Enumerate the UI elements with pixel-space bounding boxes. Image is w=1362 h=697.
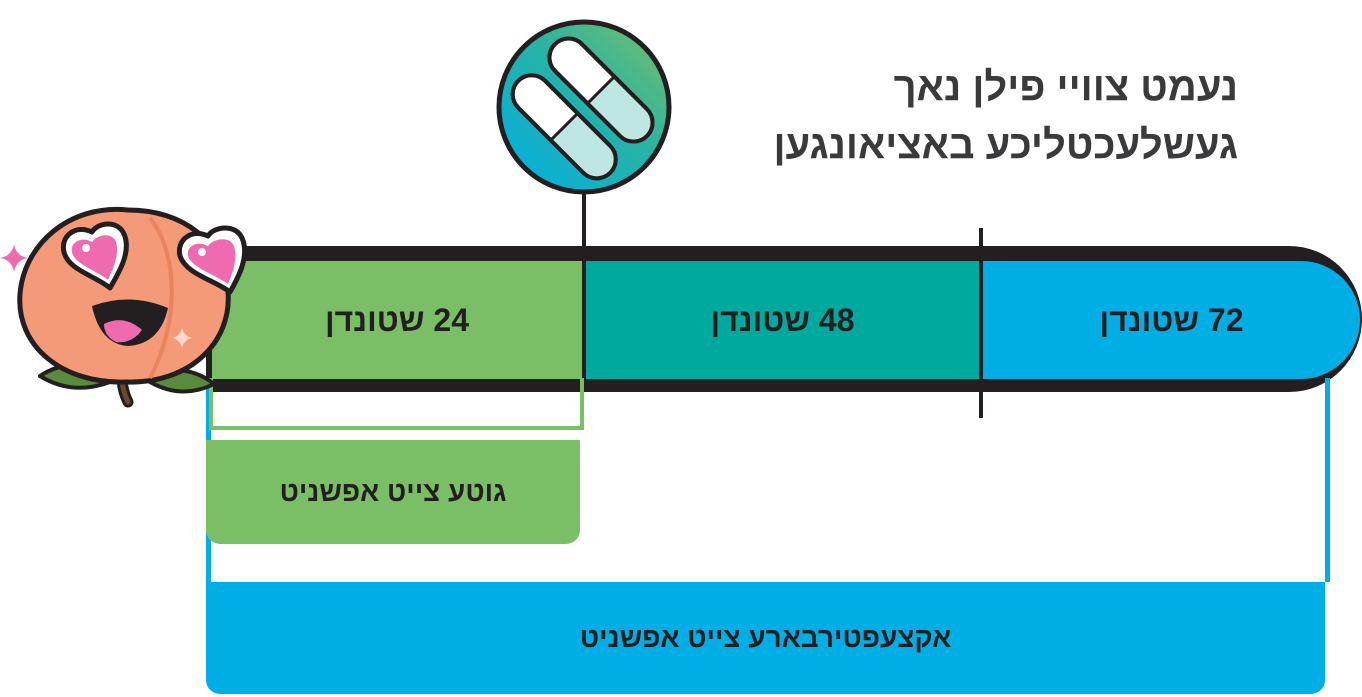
acceptable-range-label: אקצעפטירבארע צייט אפשניט (579, 622, 952, 653)
timeline-segment-48h: 48 שטונדן (586, 261, 979, 379)
best-range-label: גוטע צייט אפשניט (279, 476, 507, 507)
segment-label-48h: 48 שטונדן (710, 301, 855, 338)
page-title: נעמט צוויי פילן נאך געשלעכטליכע באציאונג… (678, 58, 1238, 174)
best-range-bracket (209, 378, 584, 430)
sparkle-icon (0, 244, 28, 272)
peach-heart-eyes-mascot-icon (0, 206, 248, 408)
timeline-segment-72h: 72 שטונדן (983, 261, 1360, 379)
timeline-segment-24h: 24 שטונדן (212, 261, 582, 379)
segment-label-24h: 24 שטונדן (325, 301, 469, 338)
best-range-box: גוטע צייט אפשניט (206, 440, 580, 544)
title-line-2: געשלעכטליכע באציאונגען (773, 123, 1238, 167)
title-line-1: נעמט צוויי פילן נאך (893, 65, 1238, 109)
badge-pointer-line (582, 192, 586, 254)
acceptable-range-box: אקצעפטירבארע צייט אפשניט (206, 582, 1325, 694)
two-pills-icon (496, 19, 672, 195)
segment-label-72h: 72 שטונדן (1099, 301, 1244, 338)
